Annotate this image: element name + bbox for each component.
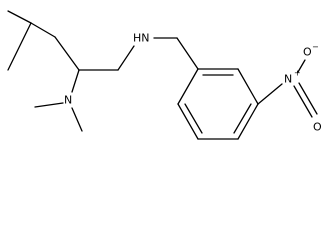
bond-c-n-dimethyl	[71, 69, 80, 93]
ring-bond-6	[177, 68, 199, 105]
bond-ch2-ring	[176, 37, 199, 70]
bond-isobutyl-ch-ch2	[30, 22, 56, 38]
bond-n-methyl-down	[71, 107, 83, 132]
bond-ring-nitro-n	[257, 83, 283, 105]
bond-n-methyl-left	[34, 102, 64, 108]
atom-label-dimethylamino-n: N	[64, 94, 72, 107]
ring-bond-3	[237, 103, 259, 140]
bond-nitro-n-o-bottom-a	[293, 85, 313, 118]
ring-bond-5	[177, 103, 199, 140]
ring-bond-2	[237, 68, 259, 105]
atom-label-nitro-n: N	[284, 73, 292, 86]
chemical-structure-diagram: HN N N + O − O	[7, 10, 322, 140]
bond-methyl-top	[7, 10, 32, 24]
atom-label-nitro-o-top: O	[303, 46, 312, 59]
atom-label-nitro-o-bottom: O	[313, 121, 322, 134]
bond-nitro-n-o-top	[297, 59, 306, 73]
bond-nitro-n-o-bottom-b	[298, 82, 318, 115]
ring-double-bond-2	[233, 103, 252, 134]
nitro-n-positive-charge: +	[294, 69, 301, 78]
nitro-o-negative-charge: −	[312, 43, 319, 52]
bond-methyl-left	[7, 22, 32, 71]
bond-ch2-chiral-c	[54, 36, 80, 71]
bond-ch2-nh	[117, 45, 135, 71]
ring-double-bond-3	[184, 103, 203, 134]
atom-label-nh: HN	[133, 32, 150, 45]
